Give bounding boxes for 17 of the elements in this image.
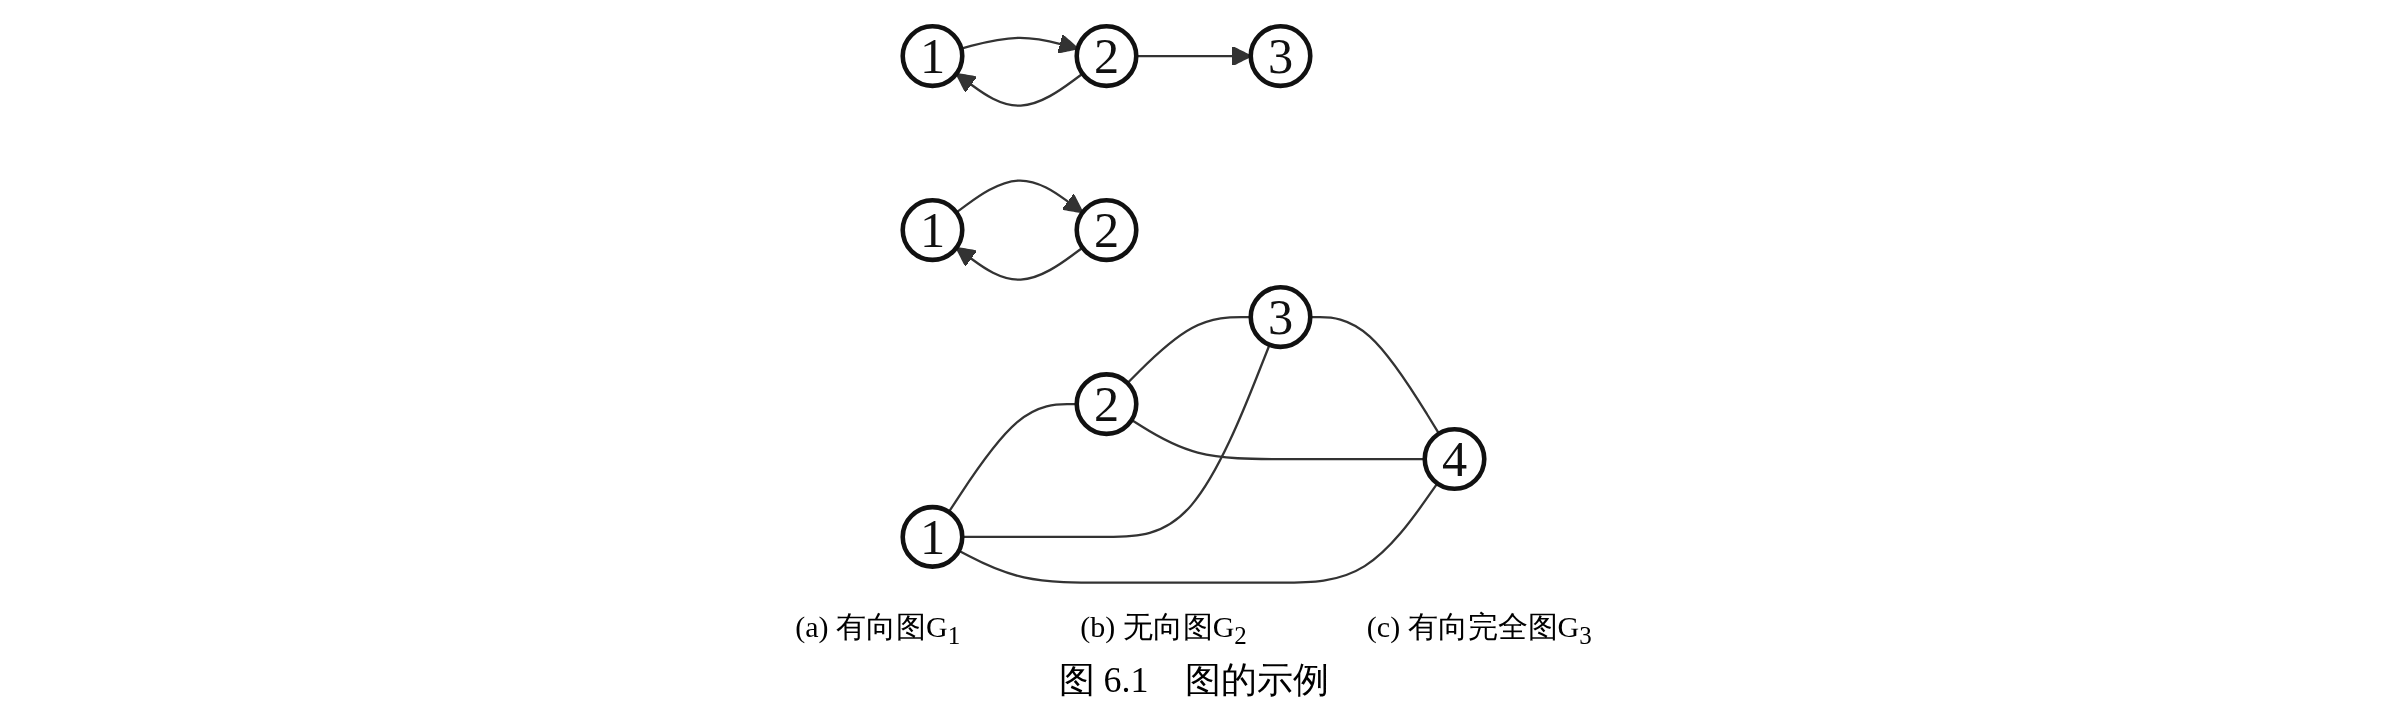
subfigure-label: (b) 无向图G$_{2}$ bbox=[1080, 609, 1247, 650]
subfigure-label: (a) 有向图G$_{1}$ bbox=[795, 609, 961, 650]
node-circle: 3 bbox=[1248, 24, 1313, 89]
node-circle: 1 bbox=[900, 504, 965, 569]
arrow bbox=[955, 246, 1084, 281]
node-circle: 3 bbox=[1248, 285, 1313, 350]
arrow bbox=[955, 72, 1084, 107]
node-circle: 1 bbox=[900, 198, 965, 263]
figure-caption: 图 6.1 图的示例 bbox=[1058, 659, 1329, 702]
node-circle: 2 bbox=[1074, 198, 1139, 263]
node-circle: 4 bbox=[1422, 427, 1487, 492]
node-circle: 2 bbox=[1074, 372, 1139, 437]
node-circle: 1 bbox=[900, 24, 965, 89]
connector bbox=[958, 482, 1439, 584]
node-circle: 2 bbox=[1074, 24, 1139, 89]
subfigure-label: (c) 有向完全图G$_{3}$ bbox=[1366, 609, 1592, 650]
arrow bbox=[955, 179, 1084, 214]
